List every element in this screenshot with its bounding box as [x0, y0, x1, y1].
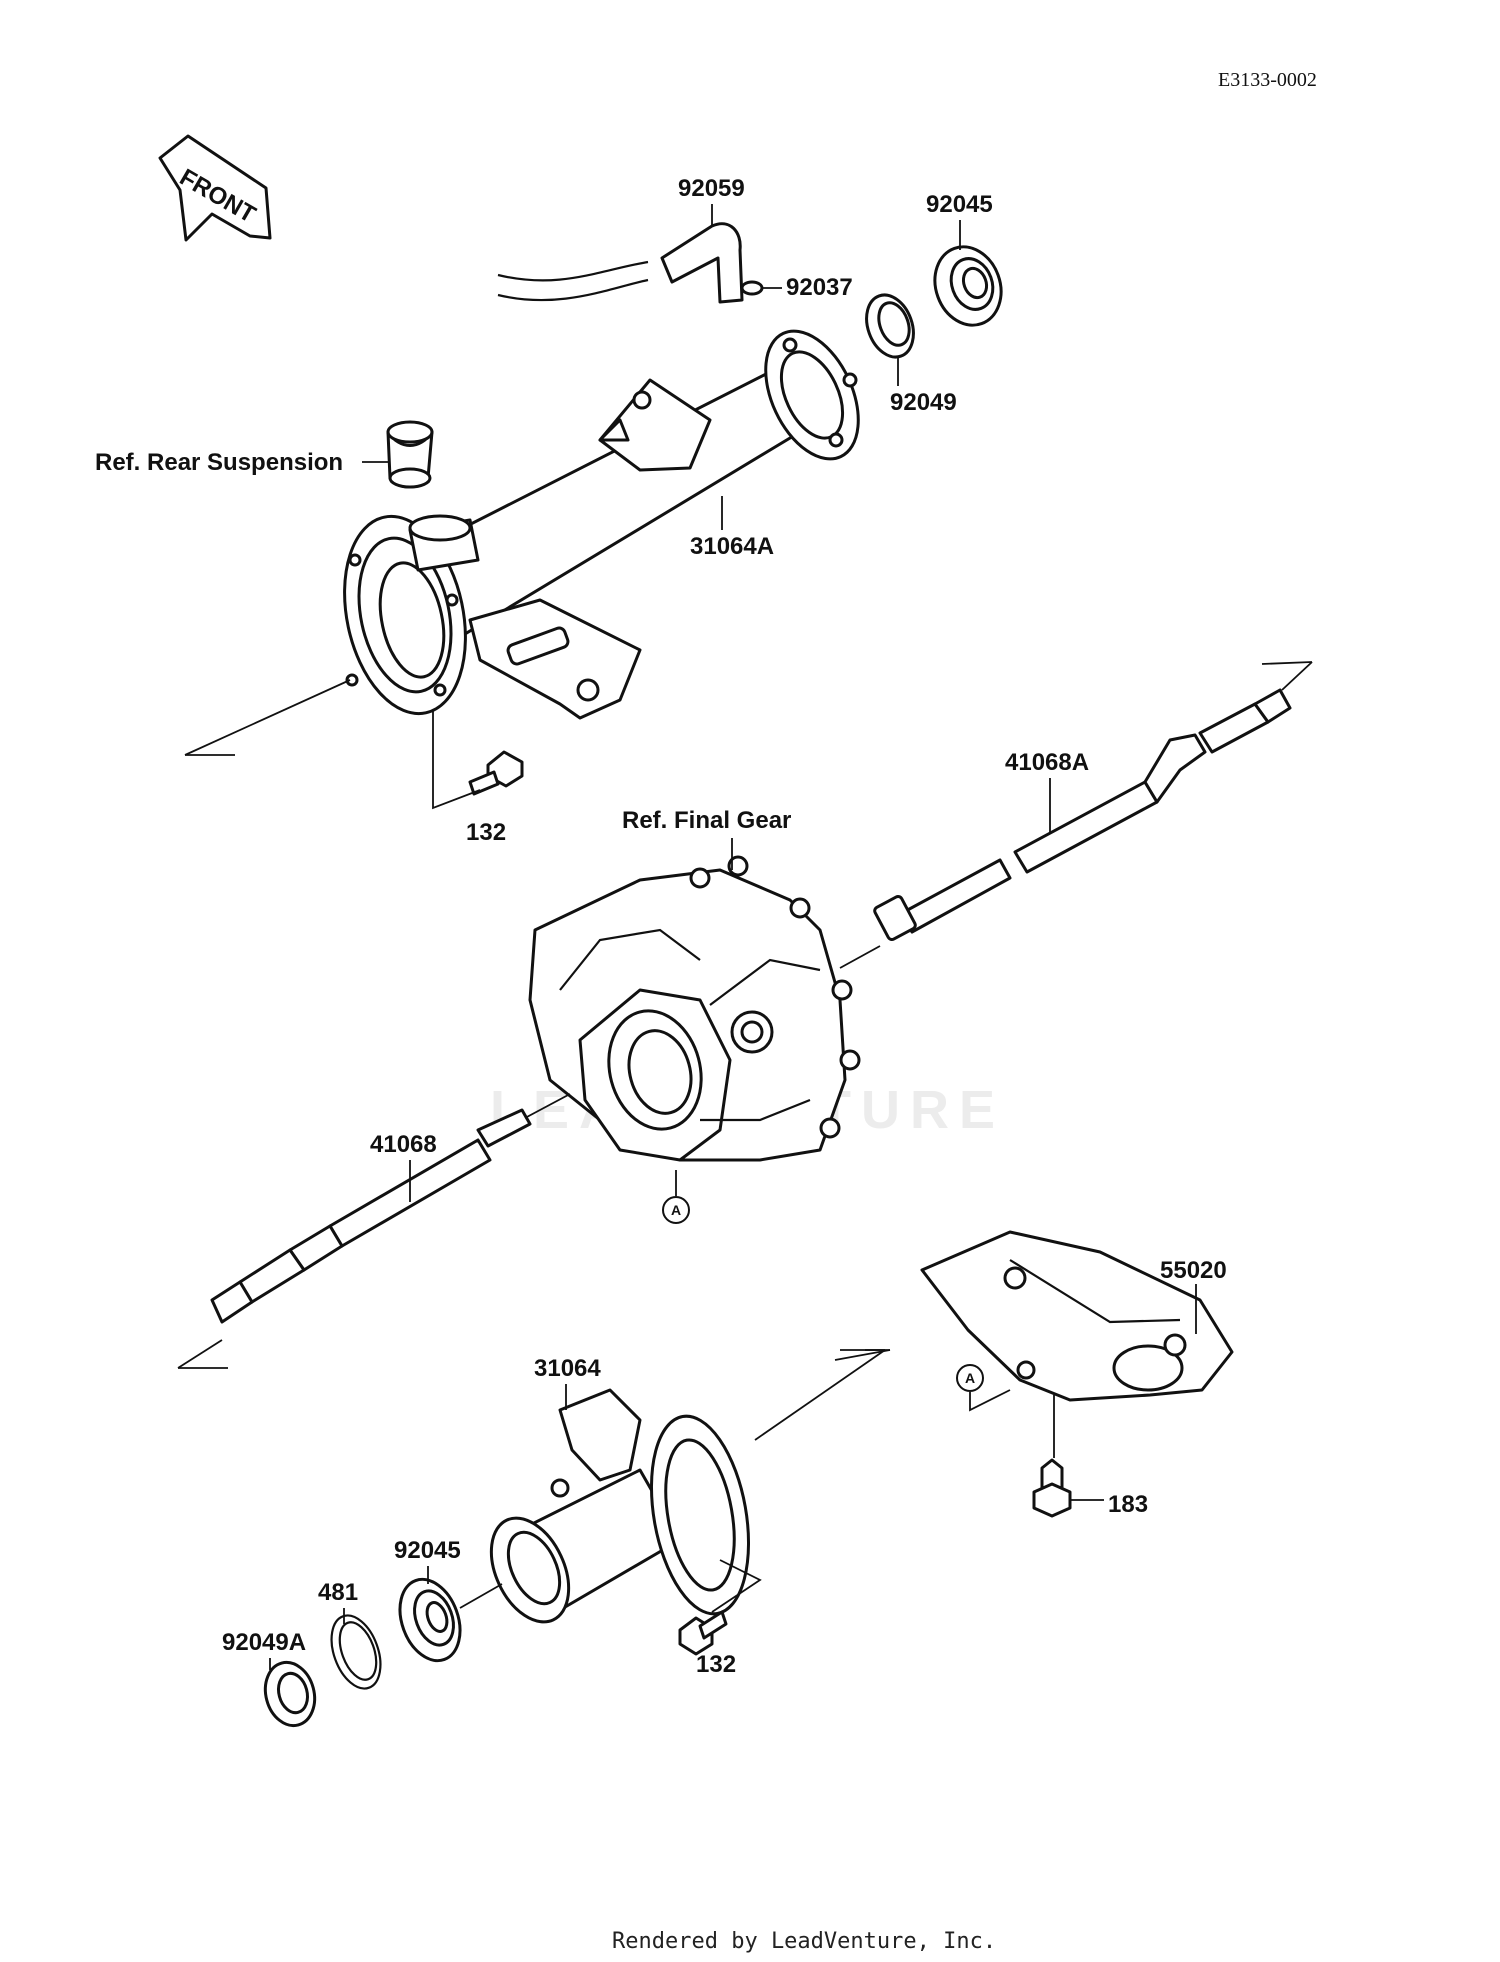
bearing-92045-bottom	[398, 1577, 462, 1663]
rubber-bushing	[386, 420, 434, 489]
label-92049: 92049	[890, 389, 957, 416]
label-31064: 31064	[534, 1355, 601, 1382]
label-31064A: 31064A	[690, 533, 774, 560]
circlip-481	[330, 1614, 382, 1690]
svg-text:A: A	[965, 1370, 975, 1386]
breather-hose-92059	[660, 222, 744, 304]
label-132-top: 132	[466, 819, 506, 846]
front-arrow-icon: FRONT	[158, 134, 272, 242]
oil-seal-92049A	[263, 1660, 317, 1728]
label-92045-top: 92045	[926, 191, 993, 218]
bolt-132-bottom	[678, 1610, 728, 1656]
marker-a-center: A	[662, 1196, 690, 1224]
bearing-92045-top	[933, 245, 1003, 327]
skid-guard-55020	[920, 1230, 1234, 1402]
label-132-bottom: 132	[696, 1651, 736, 1678]
label-92045-bottom: 92045	[394, 1537, 461, 1564]
label-ref-rear-suspension: Ref. Rear Suspension	[95, 449, 343, 476]
rear-axle-housing-31064A	[343, 329, 860, 720]
bolt-132-top	[468, 750, 524, 796]
label-41068A: 41068A	[1005, 749, 1089, 776]
oil-seal-92049	[865, 293, 915, 359]
diagram-code: E3133-0002	[1218, 69, 1317, 91]
clamp-92037	[740, 280, 764, 296]
label-92059: 92059	[678, 175, 745, 202]
label-55020: 55020	[1160, 1257, 1227, 1284]
marker-a-guard: A	[956, 1364, 984, 1392]
axle-shaft-41068A	[873, 688, 1292, 942]
axle-housing-31064	[489, 1388, 751, 1624]
bolt-183	[1032, 1458, 1072, 1518]
label-183: 183	[1108, 1491, 1148, 1518]
svg-text:A: A	[671, 1202, 681, 1218]
footer-credit: Rendered by LeadVenture, Inc.	[612, 1929, 996, 1954]
label-481: 481	[318, 1579, 358, 1606]
label-41068: 41068	[370, 1131, 437, 1158]
final-gear-case	[528, 855, 861, 1162]
label-92037: 92037	[786, 274, 853, 301]
label-ref-final-gear: Ref. Final Gear	[622, 807, 791, 834]
label-92049A: 92049A	[222, 1629, 306, 1656]
